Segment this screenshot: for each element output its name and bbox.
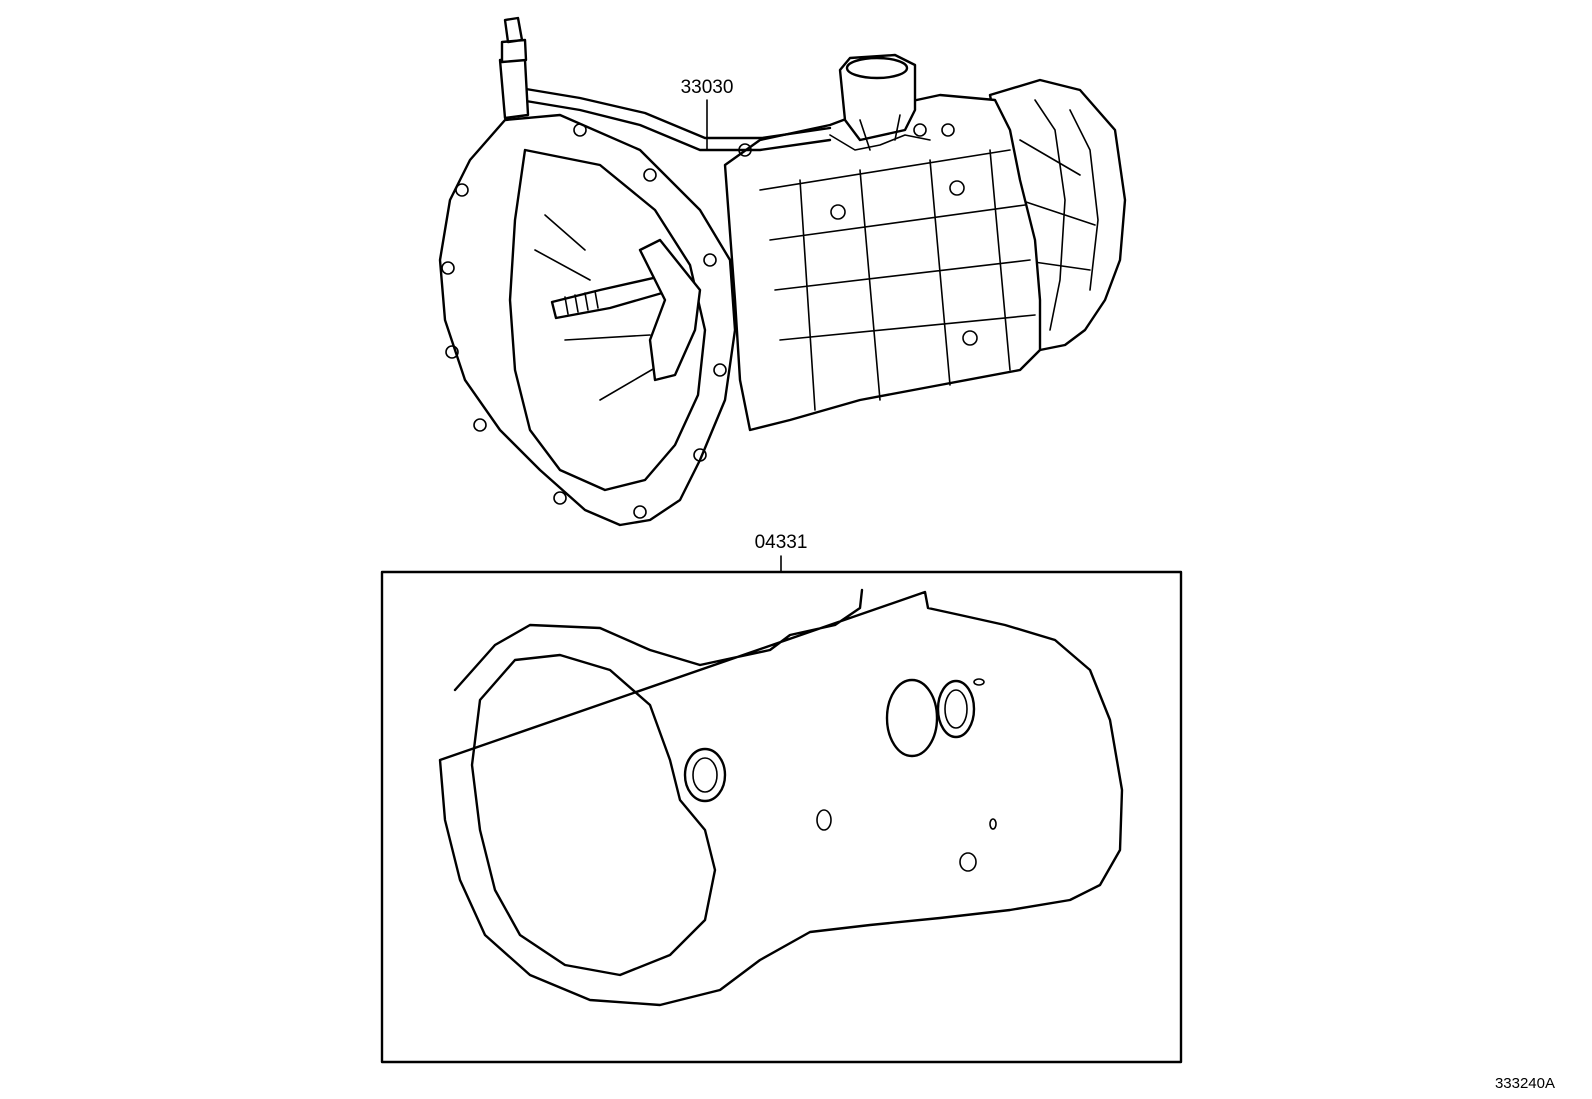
clutch-line-outer <box>518 86 832 140</box>
oil-seal-right-inner <box>944 689 968 729</box>
gasket-kit-frame <box>380 570 1183 1064</box>
callout-transmission-label: 33030 <box>681 77 734 98</box>
bell-housing-flange <box>438 113 737 527</box>
clutch-line <box>518 98 832 152</box>
oil-seal-left-inner <box>692 757 718 793</box>
transmission-assembly[interactable] <box>438 16 1127 527</box>
bleeder-fitting <box>498 58 530 120</box>
gearbox-case <box>723 93 1042 432</box>
washer-1 <box>816 809 832 831</box>
oil-seal-left <box>683 747 727 803</box>
bell-housing-inner <box>508 148 707 492</box>
input-shaft-splines <box>564 290 599 315</box>
washer-3 <box>959 852 977 872</box>
case-bolt-bosses <box>738 123 978 346</box>
bleeder-nipple <box>500 16 528 64</box>
callout-gasket-kit[interactable]: 04331 <box>755 532 808 573</box>
flange-bolt-bosses <box>441 123 727 519</box>
gasket-kit[interactable] <box>380 570 1183 1064</box>
small-oring <box>973 678 985 686</box>
callout-gasket-kit-label: 04331 <box>755 532 808 553</box>
rear-housing-ribs <box>1019 99 1099 331</box>
shift-tower-opening <box>845 56 909 80</box>
figure-reference: 333240A <box>1495 1075 1555 1092</box>
washer-2 <box>989 818 997 830</box>
release-fork <box>638 238 702 382</box>
bell-gasket-inner <box>470 653 717 977</box>
o-ring <box>885 678 939 758</box>
shift-tower-detail <box>829 114 931 151</box>
oil-seal-right <box>936 679 976 739</box>
gearbox-ribs <box>759 149 1036 411</box>
callout-transmission[interactable]: 33030 <box>681 77 734 151</box>
case-gasket-outline <box>438 588 1124 1007</box>
